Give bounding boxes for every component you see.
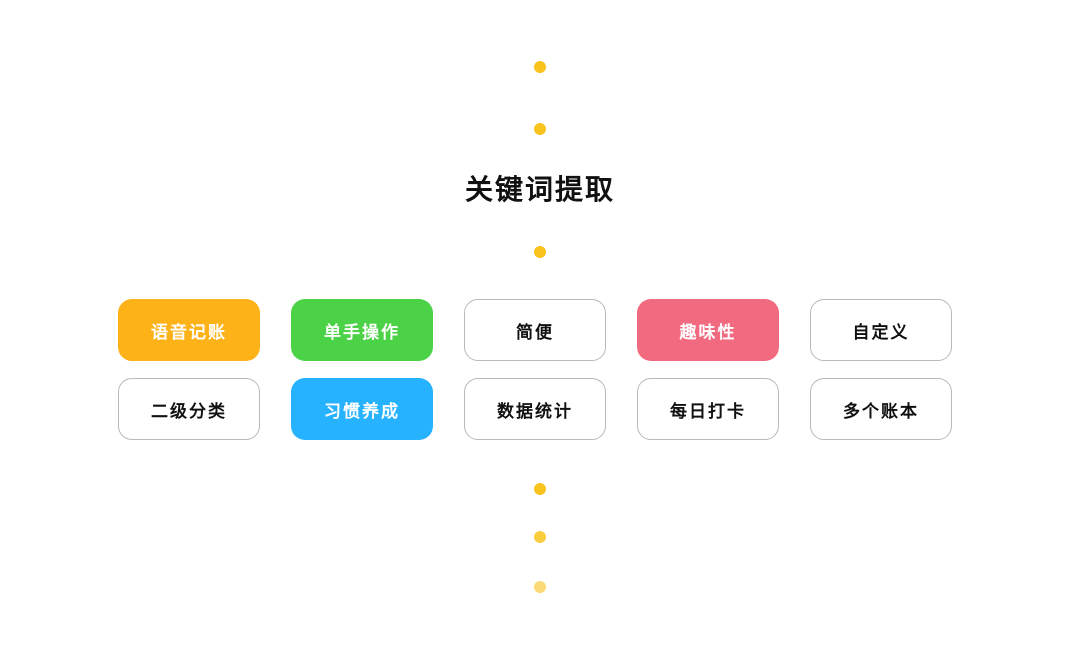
keyword-tag: 趣味性 — [637, 299, 779, 361]
keyword-tag: 单手操作 — [291, 299, 433, 361]
keyword-tag: 自定义 — [810, 299, 952, 361]
connector-dot — [534, 581, 546, 593]
connector-dot — [534, 531, 546, 543]
keyword-grid: 语音记账 单手操作 简便 趣味性 自定义 二级分类 习惯养成 数据统计 每日打卡… — [118, 299, 954, 440]
diagram-title: 关键词提取 — [464, 173, 615, 206]
keyword-tag: 习惯养成 — [291, 378, 433, 440]
keyword-tag: 语音记账 — [118, 299, 260, 361]
connector-dot — [534, 246, 546, 258]
connector-dot — [534, 123, 546, 135]
keyword-tag: 多个账本 — [810, 378, 952, 440]
connector-dot — [534, 483, 546, 495]
keyword-tag: 数据统计 — [464, 378, 606, 440]
connector-dot — [534, 61, 546, 73]
keyword-tag: 每日打卡 — [637, 378, 779, 440]
keyword-tag: 简便 — [464, 299, 606, 361]
keyword-tag: 二级分类 — [118, 378, 260, 440]
